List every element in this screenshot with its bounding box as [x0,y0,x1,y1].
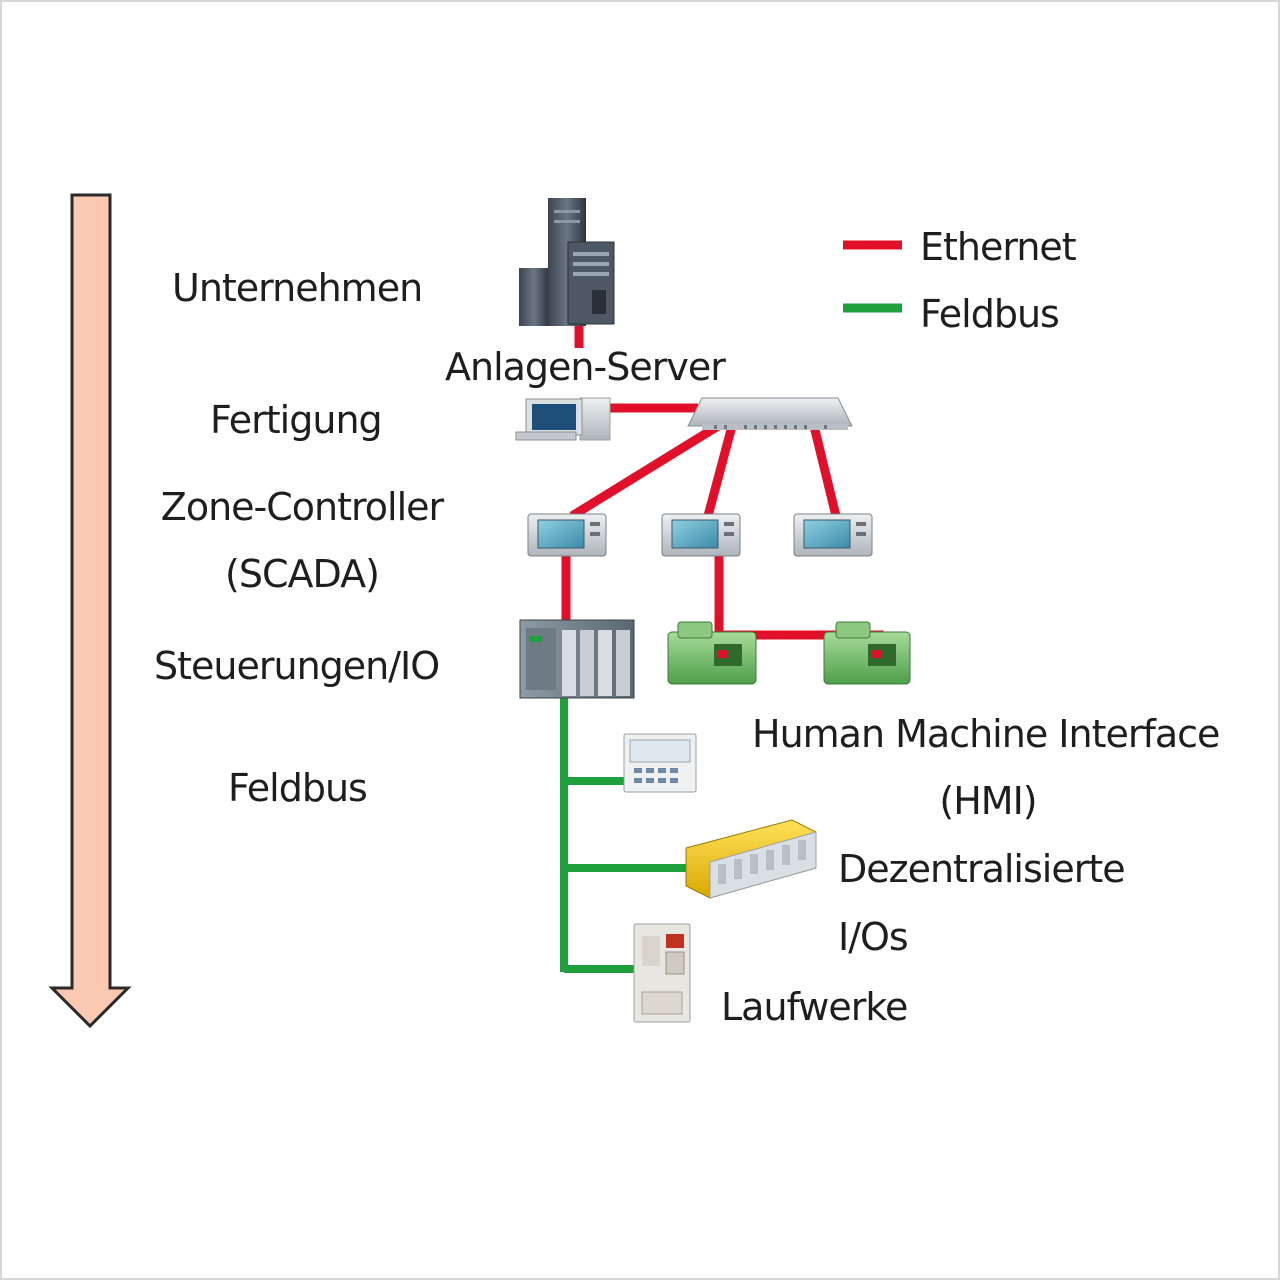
zone-controller-3-icon [793,513,873,557]
hierarchy-arrow [48,193,132,1029]
legend-label-feldbus: Feldbus [920,292,1060,336]
server-icon [519,198,615,326]
level-label-zone-controller: Zone-Controller [160,485,444,529]
level-label-fertigung: Fertigung [210,398,383,442]
hmi-module-2-icon [823,621,911,685]
ethernet-links [561,310,884,665]
level-label-steuerungen: Steuerungen/IO [154,644,440,688]
plc-controller-icon [519,619,635,699]
zone-controller-1-icon [527,513,607,557]
link-switch-to-zone3 [809,424,841,518]
device-label-dezentral: Dezentralisierte [838,847,1126,891]
feldbus-links [560,692,688,973]
zone-controller-2-icon [661,513,741,557]
link-switch-to-zone1 [569,422,721,520]
legend-label-ethernet: Ethernet [920,225,1077,269]
desktop-pc-icon [515,397,611,441]
link-switch-to-zone2 [703,424,737,518]
drive-icon [633,923,691,1023]
level-label-scada: (SCADA) [225,552,380,596]
device-label-server: Anlagen-Server [445,345,726,389]
device-label-hmi-abbr: (HMI) [939,779,1037,823]
ethernet-switch-icon [687,397,853,430]
device-label-laufwerke: Laufwerke [721,985,908,1029]
decentralized-io-icon [685,819,817,899]
operator-panel-icon [623,733,697,793]
device-label-hmi: Human Machine Interface [752,712,1220,756]
level-label-feldbus: Feldbus [228,766,368,810]
hmi-module-1-icon [667,621,757,685]
level-label-unternehmen: Unternehmen [172,266,423,310]
device-label-ios: I/Os [838,915,909,959]
